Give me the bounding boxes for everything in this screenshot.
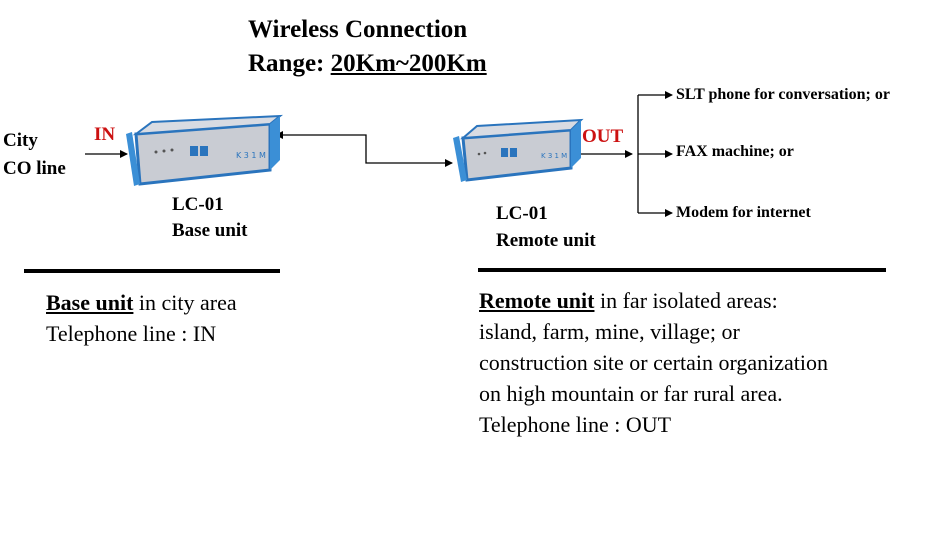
- remote-device-badge: K 3 1 M: [541, 152, 567, 160]
- remote-desc-rest: in far isolated areas:: [594, 288, 778, 313]
- remote-device-icon: K 3 1 M: [453, 118, 584, 182]
- base-description: Base unit in city area Telephone line : …: [46, 287, 237, 349]
- remote-model-label: LC-01: [496, 203, 548, 224]
- out-label: OUT: [582, 126, 624, 147]
- remote-desc-line5: Telephone line : OUT: [479, 412, 672, 437]
- remote-desc-line4: on high mountain or far rural area.: [479, 381, 783, 406]
- remote-desc-line2: island, farm, mine, village; or: [479, 319, 740, 344]
- range-label: Range:: [248, 50, 331, 77]
- city-label: City: [3, 130, 38, 151]
- output-item-modem: Modem for internet: [676, 204, 811, 221]
- remote-divider: [478, 268, 886, 272]
- base-model-label: LC-01: [172, 194, 224, 215]
- base-divider: [24, 269, 280, 273]
- remote-unit-label: Remote unit: [496, 230, 596, 251]
- base-device-badge: K 3 1 M: [236, 151, 266, 160]
- range-value: 20Km~200Km: [330, 50, 487, 77]
- output-item-phone: SLT phone for conversation; or: [676, 86, 890, 103]
- remote-description: Remote unit in far isolated areas: islan…: [479, 285, 828, 440]
- diagram-title: Wireless Connection: [248, 16, 468, 43]
- range-line: Range: 20Km~200Km: [248, 50, 487, 78]
- base-unit-label: Base unit: [172, 220, 248, 241]
- base-desc-bold: Base unit: [46, 290, 134, 315]
- wireless-link: [275, 131, 453, 167]
- base-desc-line2: Telephone line : IN: [46, 321, 217, 346]
- co-line-label: CO line: [3, 158, 66, 179]
- remote-desc-line1: Remote unit in far isolated areas:: [479, 285, 828, 316]
- output-item-fax: FAX machine; or: [676, 143, 794, 160]
- remote-desc-line3: construction site or certain organizatio…: [479, 350, 829, 375]
- in-label: IN: [94, 124, 116, 145]
- base-desc-line1: Base unit in city area: [46, 287, 237, 318]
- base-desc-rest: in city area: [133, 290, 237, 315]
- base-device-icon: K 3 1 M: [126, 114, 284, 186]
- remote-desc-bold: Remote unit: [479, 288, 595, 313]
